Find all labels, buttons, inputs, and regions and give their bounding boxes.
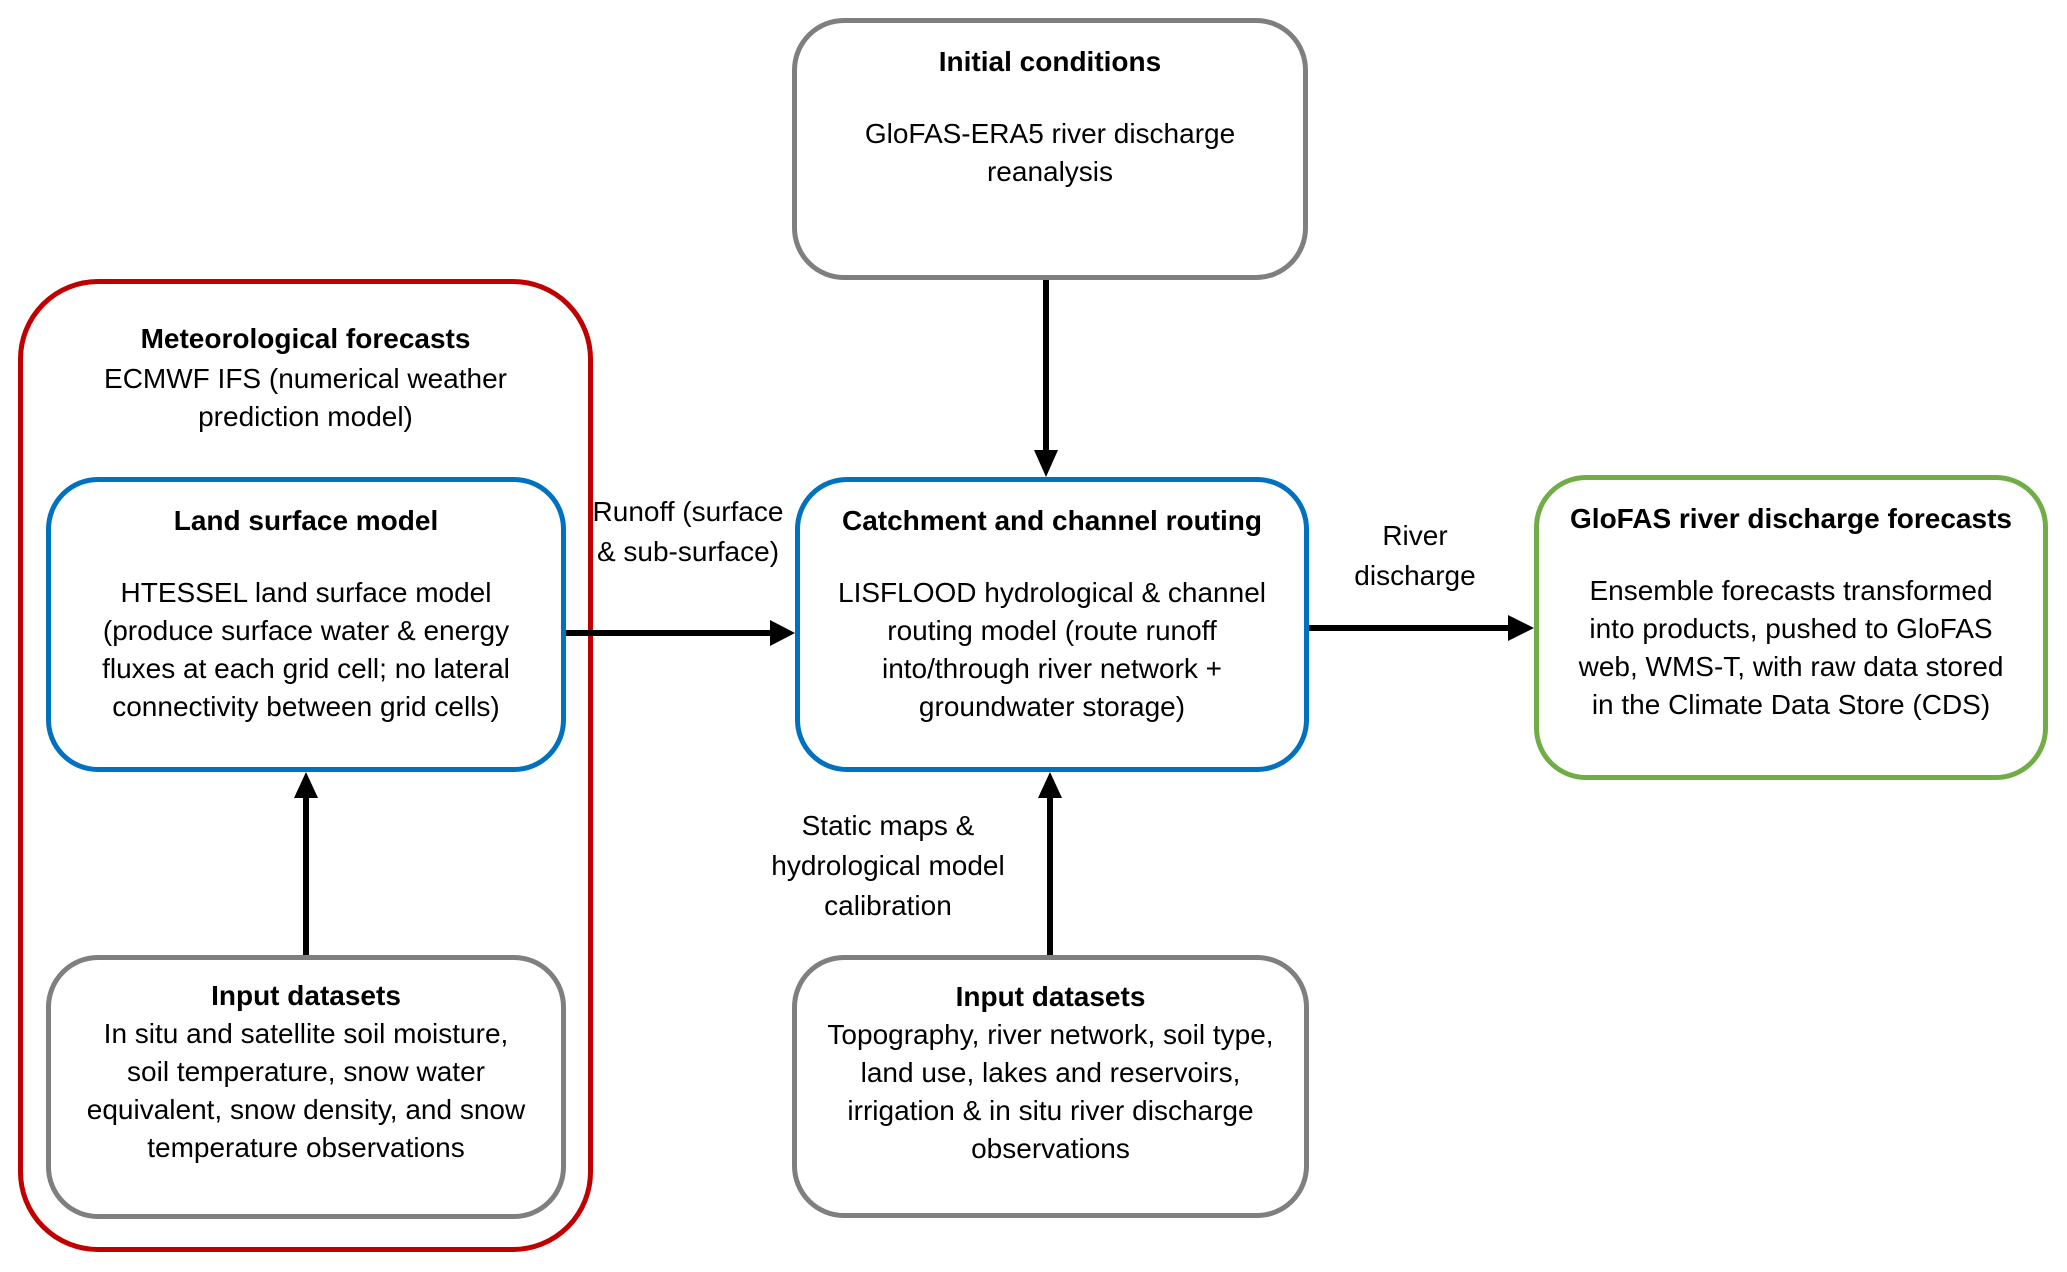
land-surface-model-box: Land surface model HTESSEL land surface …	[46, 477, 566, 772]
arrow-input-left-to-land	[294, 772, 318, 955]
catchment-routing-title: Catchment and channel routing	[841, 505, 1263, 536]
input-datasets-center-body: Topography, river network, soil type, la…	[827, 1019, 1274, 1164]
arrow-land-to-catchment	[566, 620, 795, 646]
catchment-routing-body: LISFLOOD hydrological & channel routing …	[838, 577, 1266, 722]
meteorological-forecasts-title: Meteorological forecasts	[140, 323, 471, 354]
glofas-forecasts-body: Ensemble forecasts transformed into prod…	[1578, 575, 2004, 720]
meteorological-forecasts-body: ECMWF IFS (numerical weather prediction …	[104, 363, 507, 432]
input-datasets-center-title: Input datasets	[955, 981, 1146, 1012]
land-surface-model-body: HTESSEL land surface model (produce surf…	[102, 577, 510, 722]
arrow-input-center-to-catchment	[1038, 772, 1062, 955]
arrow-catchment-to-glofas	[1309, 615, 1534, 641]
arrow-initial-to-catchment	[1034, 280, 1058, 477]
glofas-forecasts-title: GloFAS river discharge forecasts	[1570, 503, 2012, 534]
land-surface-model-title: Land surface model	[173, 505, 439, 536]
initial-conditions-body: GloFAS-ERA5 river discharge reanalysis	[864, 118, 1236, 187]
input-datasets-left-body: In situ and satellite soil moisture, soi…	[86, 1018, 526, 1163]
initial-conditions-box: Initial conditions GloFAS-ERA5 river dis…	[792, 18, 1308, 280]
initial-conditions-title: Initial conditions	[938, 46, 1162, 77]
glofas-forecasts-box: GloFAS river discharge forecasts Ensembl…	[1534, 475, 2048, 780]
input-datasets-center-box: Input datasets Topography, river network…	[792, 955, 1309, 1218]
input-datasets-left-box: Input datasets In situ and satellite soi…	[46, 955, 566, 1219]
input-datasets-left-title: Input datasets	[211, 980, 401, 1011]
runoff-label: Runoff (surface & sub-surface)	[592, 496, 784, 567]
catchment-routing-box: Catchment and channel routing LISFLOOD h…	[795, 477, 1309, 772]
static-maps-label: Static maps & hydrological model calibra…	[771, 810, 1005, 921]
river-discharge-label: River discharge	[1354, 520, 1476, 591]
meteorological-forecasts-group: Meteorological forecasts ECMWF IFS (nume…	[18, 279, 593, 1252]
